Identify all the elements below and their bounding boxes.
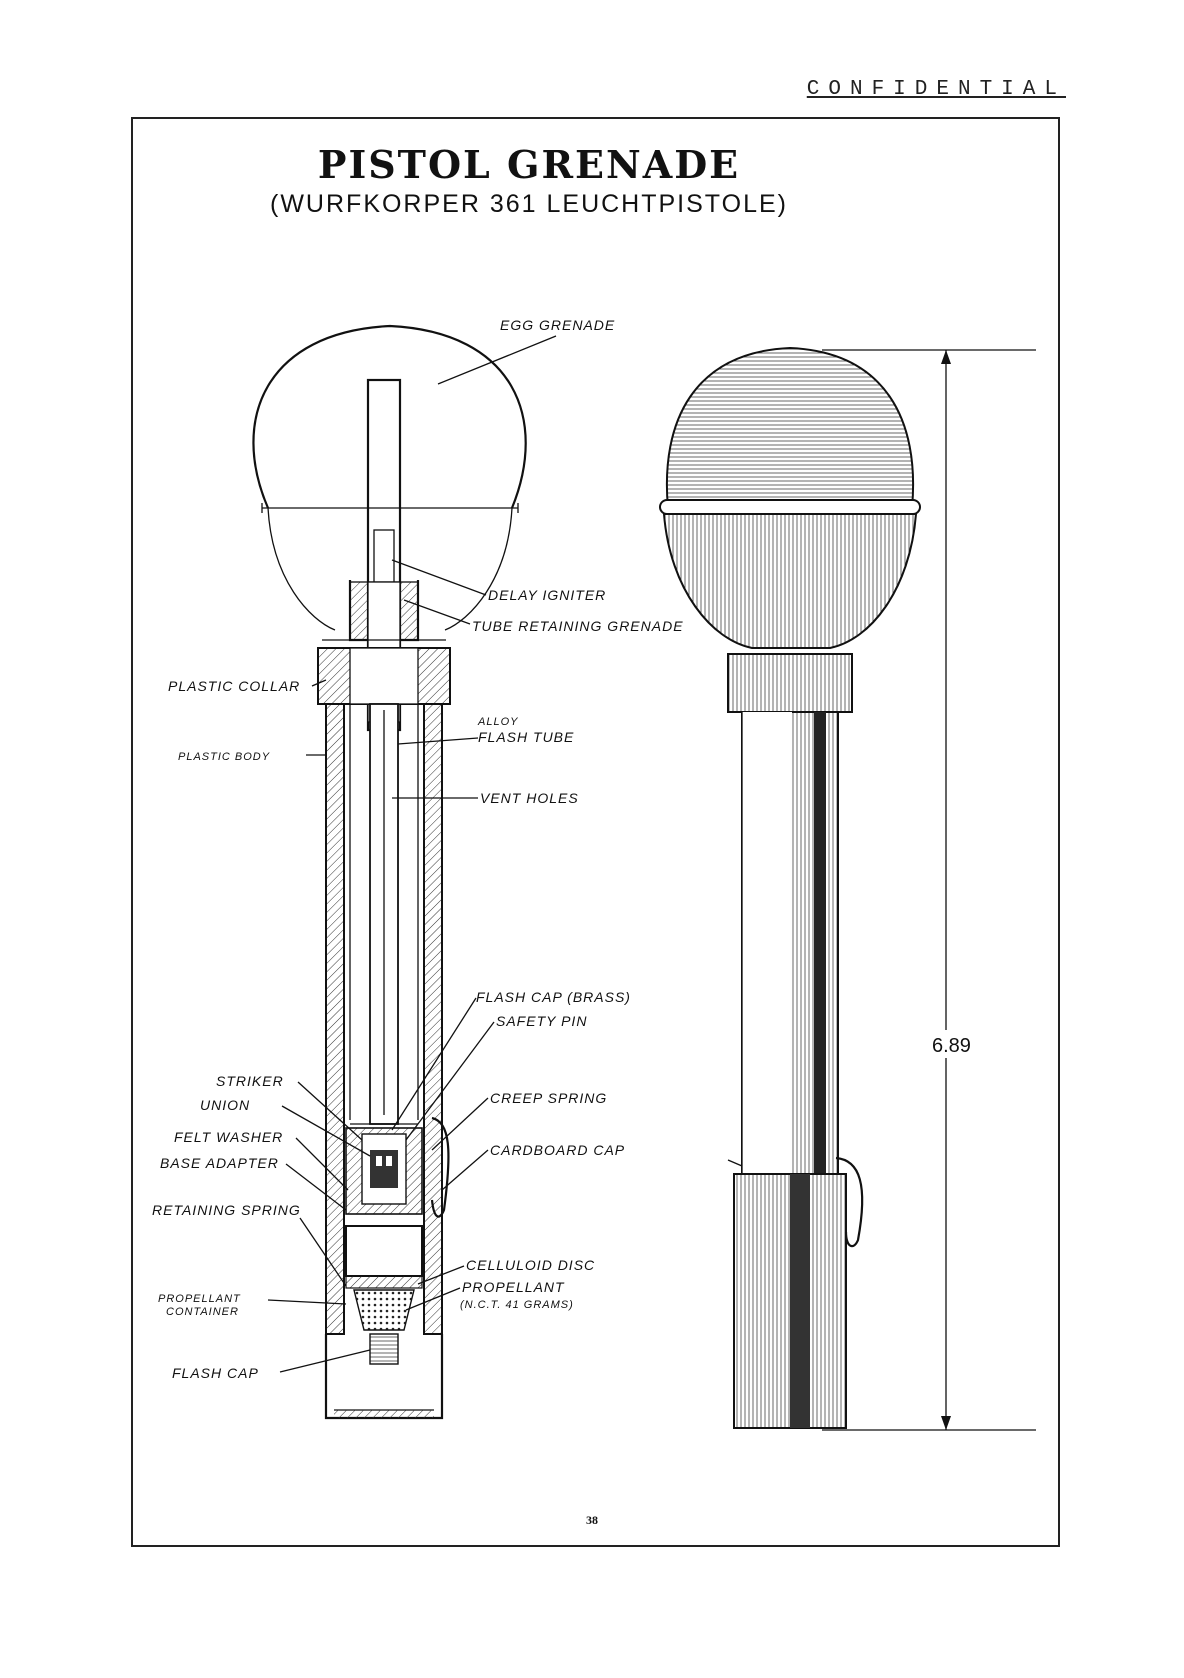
exterior-collar [727, 653, 853, 713]
retaining-spring-plate [345, 1225, 423, 1277]
label-striker: STRIKER [216, 1073, 284, 1089]
union [370, 1150, 398, 1188]
label-plastic-body: PLASTIC BODY [178, 751, 270, 763]
label-egg-grenade: EGG GRENADE [500, 317, 615, 333]
label-retaining-spring: RETAINING SPRING [152, 1202, 301, 1218]
label-flash-cap-brass: FLASH CAP (BRASS) [476, 989, 631, 1005]
sectional-view [252, 324, 527, 1420]
label-propellant-note: (N.C.T. 41 GRAMS) [460, 1299, 574, 1311]
label-celluloid-disc: CELLULOID DISC [466, 1257, 595, 1273]
label-creep-spring: CREEP SPRING [490, 1090, 607, 1106]
plastic-body-left-wall [325, 703, 345, 1335]
flash-cap-base [369, 1333, 399, 1365]
label-flash-cap: FLASH CAP [172, 1365, 259, 1381]
page-number: 38 [586, 1513, 598, 1527]
label-base-adapter: BASE ADAPTER [160, 1155, 279, 1171]
labels: EGG GRENADE DELAY IGNITER TUBE RETAINING… [152, 317, 971, 1527]
label-felt-washer: FELT WASHER [174, 1129, 283, 1145]
egg-head-bottom [662, 513, 918, 649]
label-delay-igniter: DELAY IGNITER [488, 587, 606, 603]
label-union: UNION [200, 1097, 250, 1113]
label-propellant: PROPELLANT [462, 1279, 565, 1295]
exterior-view [659, 346, 1036, 1431]
label-tube-retaining: TUBE RETAINING GRENADE [472, 618, 684, 634]
label-alloy: ALLOY [477, 716, 518, 728]
dimension-value: 6.89 [932, 1035, 971, 1057]
page-frame [131, 117, 1060, 1547]
leader-lines [267, 335, 557, 1373]
label-plastic-collar: PLASTIC COLLAR [168, 678, 300, 694]
label-flash-tube: FLASH TUBE [478, 729, 574, 745]
egg-head-band [659, 499, 921, 515]
safety-pin [430, 1116, 450, 1218]
egg-shell [252, 324, 527, 509]
page-subtitle: (WURFKORPER 361 LEUCHTPISTOLE) [270, 190, 788, 218]
plastic-body-right-wall [423, 703, 443, 1335]
confidential-header: CONFIDENTIAL [806, 78, 1066, 101]
label-vent-holes: VENT HOLES [480, 790, 579, 806]
label-cardboard-cap: CARDBOARD CAP [490, 1142, 625, 1158]
label-safety-pin: SAFETY PIN [496, 1013, 587, 1029]
egg-shell-lower [267, 507, 513, 631]
propellant-charge [353, 1289, 415, 1331]
egg-head-top [665, 346, 915, 509]
exterior-safety-pin [835, 1156, 864, 1248]
label-propellant-container-2: CONTAINER [166, 1306, 239, 1318]
label-propellant-container-1: PROPELLANT [158, 1293, 241, 1305]
page-title: PISTOL GRENADE [317, 142, 741, 187]
